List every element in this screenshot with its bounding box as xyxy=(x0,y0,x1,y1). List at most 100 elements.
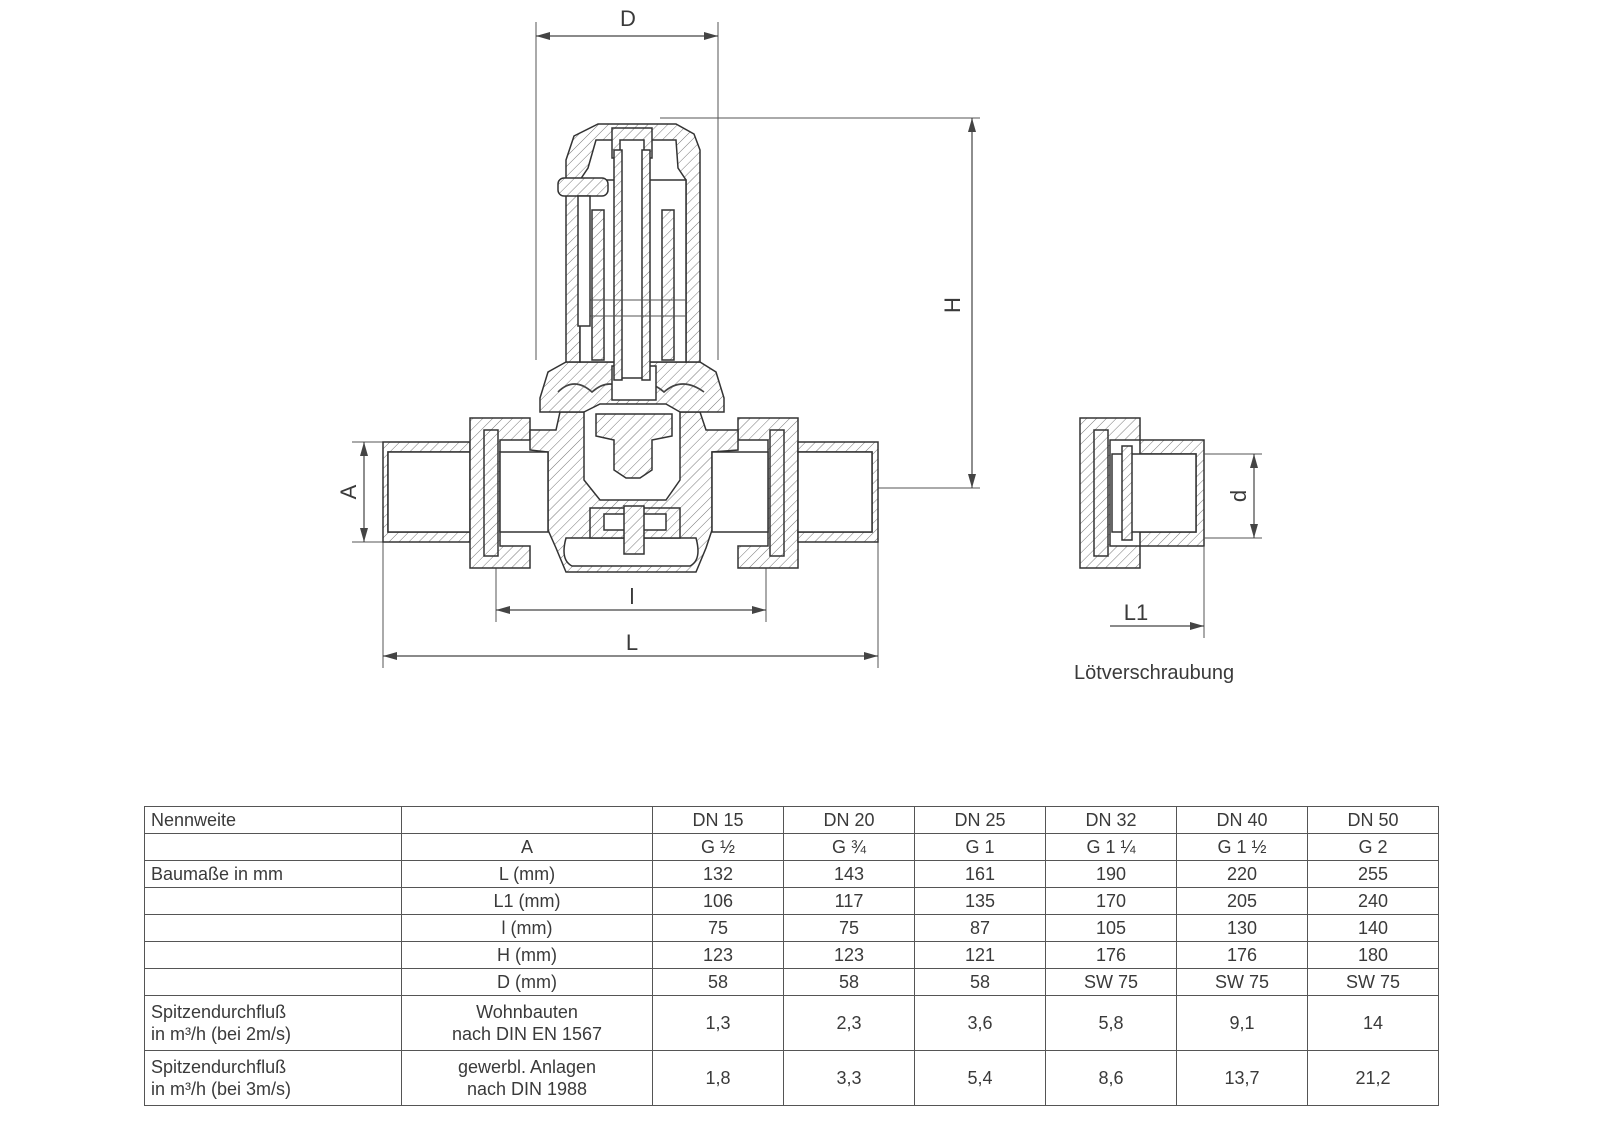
valve-body xyxy=(382,361,879,573)
table-cell: 9,1 xyxy=(1176,995,1308,1051)
header-label: Nennweite xyxy=(144,806,402,834)
table-cell: 130 xyxy=(1176,914,1308,942)
flow-param-line1: gewerbl. Anlagen xyxy=(457,1057,597,1077)
table-row: Baumaße in mm L (mm) 132 143 161 190 220… xyxy=(144,860,1439,888)
table-cell: 87 xyxy=(914,914,1046,942)
flow-label-line1: Spitzendurchfluß xyxy=(151,1002,287,1022)
table-cell: G 1 ½ xyxy=(1176,833,1308,861)
flow-label-line2: in m³/h (bei 2m/s) xyxy=(151,1024,292,1044)
table-cell: 14 xyxy=(1307,995,1439,1051)
table-cell: 5,8 xyxy=(1045,995,1177,1051)
table-cell: SW 75 xyxy=(1176,968,1308,996)
table-header-row: Nennweite DN 15 DN 20 DN 25 DN 32 DN 40 … xyxy=(144,806,1439,834)
table-cell: 2,3 xyxy=(783,995,915,1051)
table-cell: 123 xyxy=(652,941,784,969)
table-cell: G ¾ xyxy=(783,833,915,861)
solder-union-drawing xyxy=(1079,417,1205,569)
table-cell: 58 xyxy=(652,968,784,996)
table-cell: 205 xyxy=(1176,887,1308,915)
table-cell: 105 xyxy=(1045,914,1177,942)
table-cell: 13,7 xyxy=(1176,1050,1308,1106)
table-cell: 190 xyxy=(1045,860,1177,888)
table-cell: 21,2 xyxy=(1307,1050,1439,1106)
table-cell: 140 xyxy=(1307,914,1439,942)
table-cell: 75 xyxy=(783,914,915,942)
dimension-label-H: H xyxy=(940,297,965,313)
flow-param-line2: nach DIN EN 1567 xyxy=(451,1024,603,1044)
table-cell: G ½ xyxy=(652,833,784,861)
row-label xyxy=(144,887,402,915)
table-row: L1 (mm) 106 117 135 170 205 240 xyxy=(144,887,1439,915)
dimension-A: A xyxy=(336,441,390,543)
table-cell: G 1 ¼ xyxy=(1045,833,1177,861)
row-param: L (mm) xyxy=(401,860,653,888)
header-dn: DN 50 xyxy=(1307,806,1439,834)
row-label xyxy=(144,968,402,996)
table-cell: 220 xyxy=(1176,860,1308,888)
table-cell: 3,6 xyxy=(914,995,1046,1051)
table-cell: G 2 xyxy=(1307,833,1439,861)
table-cell: 176 xyxy=(1176,941,1308,969)
header-dn: DN 25 xyxy=(914,806,1046,834)
table-cell: 106 xyxy=(652,887,784,915)
header-dn: DN 20 xyxy=(783,806,915,834)
flow-label-line1: Spitzendurchfluß xyxy=(151,1057,287,1077)
flow-param-line2: nach DIN 1988 xyxy=(466,1079,588,1099)
table-cell: 176 xyxy=(1045,941,1177,969)
row-label xyxy=(144,941,402,969)
dimension-label-L1: L1 xyxy=(1124,600,1148,625)
row-param: l (mm) xyxy=(401,914,653,942)
table-cell: 3,3 xyxy=(783,1050,915,1106)
table-cell: 255 xyxy=(1307,860,1439,888)
table-cell: 240 xyxy=(1307,887,1439,915)
table-row: H (mm) 123 123 121 176 176 180 xyxy=(144,941,1439,969)
dimension-label-L: L xyxy=(626,630,638,655)
table-cell: 143 xyxy=(783,860,915,888)
table-cell: 5,4 xyxy=(914,1050,1046,1106)
header-dn: DN 32 xyxy=(1045,806,1177,834)
row-param: H (mm) xyxy=(401,941,653,969)
dimension-label-l: l xyxy=(630,584,635,609)
table-cell: 161 xyxy=(914,860,1046,888)
table-cell: G 1 xyxy=(914,833,1046,861)
solder-union-caption: Lötverschraubung xyxy=(1074,662,1235,684)
dimension-H: H xyxy=(660,117,980,489)
dimension-L: L xyxy=(382,540,879,668)
spring-housing xyxy=(557,123,701,381)
table-cell: 117 xyxy=(783,887,915,915)
table-cell: 75 xyxy=(652,914,784,942)
table-cell: 1,3 xyxy=(652,995,784,1051)
table-cell: 132 xyxy=(652,860,784,888)
dimension-table: Nennweite DN 15 DN 20 DN 25 DN 32 DN 40 … xyxy=(144,806,1439,1106)
row-label: Baumaße in mm xyxy=(144,860,402,888)
table-cell: 8,6 xyxy=(1045,1050,1177,1106)
dimension-label-A: A xyxy=(336,484,361,499)
header-dn: DN 15 xyxy=(652,806,784,834)
table-cell: 180 xyxy=(1307,941,1439,969)
table-row: l (mm) 75 75 87 105 130 140 xyxy=(144,914,1439,942)
valve-technical-drawing: D H A l L xyxy=(336,6,1262,668)
table-cell: 121 xyxy=(914,941,1046,969)
table-cell: 123 xyxy=(783,941,915,969)
table-cell: 1,8 xyxy=(652,1050,784,1106)
table-row: A G ½ G ¾ G 1 G 1 ¼ G 1 ½ G 2 xyxy=(144,833,1439,861)
row-label xyxy=(144,914,402,942)
table-cell: 58 xyxy=(914,968,1046,996)
flow-label-line2: in m³/h (bei 3m/s) xyxy=(151,1079,292,1099)
row-label xyxy=(144,833,402,861)
dimension-label-D: D xyxy=(620,6,636,31)
table-cell: 170 xyxy=(1045,887,1177,915)
row-param: D (mm) xyxy=(401,968,653,996)
dimension-label-d: d xyxy=(1226,490,1251,502)
dimension-d: d xyxy=(1204,453,1262,539)
row-param: A xyxy=(401,833,653,861)
table-cell: 135 xyxy=(914,887,1046,915)
dimension-L1: L1 xyxy=(1110,546,1205,638)
dimension-D: D xyxy=(535,6,719,360)
